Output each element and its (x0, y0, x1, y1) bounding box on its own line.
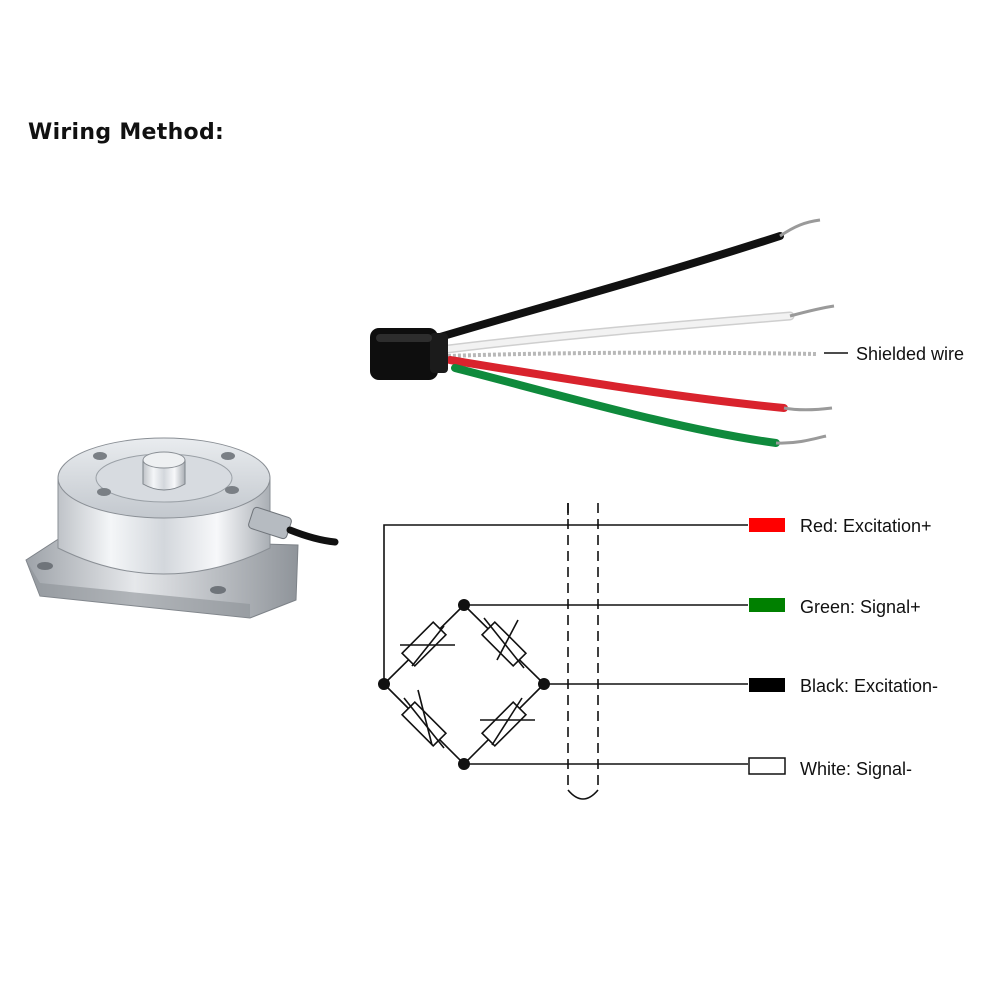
cable-photo: Shielded wire (370, 218, 964, 447)
page-title: Wiring Method: (28, 120, 225, 145)
legend-label-black: Black: Excitation- (800, 676, 938, 696)
shielded-wire-label: Shielded wire (856, 344, 964, 364)
legend-swatch-white (748, 757, 786, 775)
legend-label-red: Red: Excitation+ (800, 516, 932, 536)
legend-swatch-green (749, 598, 785, 612)
legend-label-white: White: Signal- (800, 759, 912, 779)
green-wire (451, 364, 780, 447)
red-wire (446, 356, 788, 412)
legend-swatch-red (749, 518, 785, 532)
load-cell-photo (25, 437, 339, 619)
shield-wire (447, 350, 817, 358)
wire-legend: Red: Excitation+ Green: Signal+ Black: E… (748, 516, 938, 779)
wheatstone-bridge-icon (383, 503, 748, 800)
bridge-nodes (378, 599, 550, 770)
legend-label-green: Green: Signal+ (800, 597, 921, 617)
black-wire (426, 232, 784, 344)
legend-swatch-black (749, 678, 785, 692)
